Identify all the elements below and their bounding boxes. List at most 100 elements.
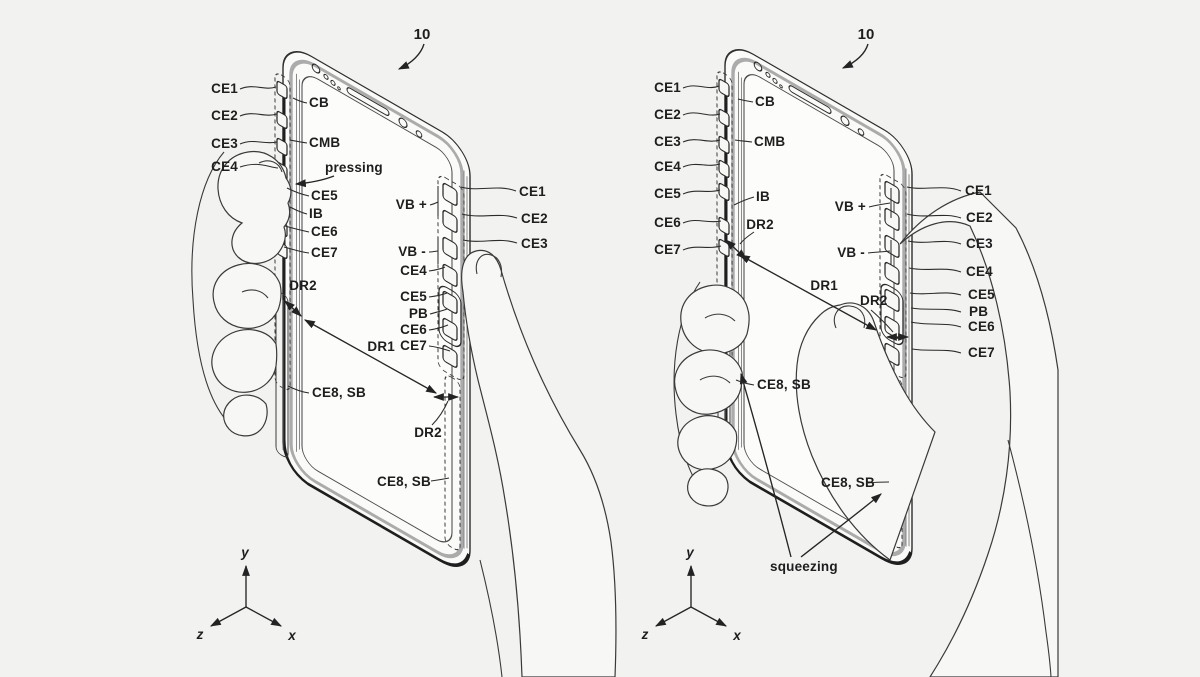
label-vb-minus: VB - [398, 244, 426, 259]
leader-cb [737, 98, 754, 103]
label-ce6: CE6 [311, 224, 338, 239]
label-dr2-edge: DR2 [746, 217, 774, 232]
leader-ce3 [239, 140, 278, 145]
leader-vb-plus [429, 186, 439, 216]
leader-ce7-right [428, 345, 451, 352]
axes-right: y z x [641, 545, 742, 643]
x-axis-label: x [732, 628, 741, 643]
finger-knuckle [212, 263, 282, 329]
dr2-edge-leader [739, 231, 755, 245]
label-vb-plus: VB + [396, 197, 427, 212]
leader-ce4-out [908, 267, 962, 273]
label-ce7-out: CE7 [968, 345, 995, 360]
label-ce5-out: CE5 [968, 287, 995, 302]
y-axis-label: y [240, 545, 250, 560]
x-axis [690, 606, 728, 627]
finger-knuckle [223, 394, 268, 437]
z-axis-label: z [641, 627, 649, 642]
leader-ce5-out [909, 292, 962, 296]
label-dr2-edge: DR2 [289, 278, 317, 293]
left-diagram: 10 CE1 CE2 CE3 CE4 CB [191, 26, 617, 677]
label-ce5-rightcol: CE5 [400, 289, 427, 304]
thumb-pressing [217, 150, 292, 265]
finger-nail [475, 253, 503, 278]
finger-crease [699, 375, 731, 384]
leader-ce1 [239, 86, 277, 90]
dr1-arrow [738, 254, 878, 331]
leader-ce7-out [911, 348, 962, 354]
label-ce4-left: CE4 [211, 159, 238, 174]
label-ce2-left: CE2 [654, 107, 681, 122]
leader-ce5 [682, 189, 721, 195]
label-ce5: CE5 [311, 188, 338, 203]
finger-knuckle [674, 349, 744, 415]
label-ce8-sb-left: CE8, SB [312, 385, 366, 400]
leader-ce6 [682, 219, 722, 224]
axes-left: y z x [196, 545, 297, 643]
ref-numeral: 10 [414, 26, 431, 43]
label-ib: IB [309, 206, 323, 221]
finger-knuckle [680, 284, 750, 355]
label-ce7-left: CE7 [654, 242, 681, 257]
leader-ce3-out [907, 240, 962, 245]
leader-ce6-out [910, 321, 962, 328]
dr2-bottom-leader [431, 400, 449, 426]
leader-ce8-bottom [867, 481, 890, 484]
label-pressing: pressing [325, 160, 383, 175]
palm [899, 191, 1059, 677]
finger-crease [241, 289, 269, 299]
squeeze-arrow-right [800, 493, 882, 558]
leader-ce3 [682, 139, 721, 143]
label-ce2-left: CE2 [211, 108, 238, 123]
leader-ce6 [284, 225, 310, 233]
leader-ce6-right [428, 324, 449, 331]
x-axis-label: x [287, 628, 296, 643]
leader-ce2-out [906, 213, 962, 219]
label-ce3-left: CE3 [211, 136, 238, 151]
ref-numeral: 10 [858, 26, 875, 43]
label-vb-minus: VB - [837, 245, 865, 260]
leader-ce8-left [287, 385, 310, 394]
leader-ce1-out [906, 186, 962, 192]
leader-pb [429, 308, 448, 315]
leader-ce2 [239, 113, 278, 117]
label-ce8-sb-bottom: CE8, SB [821, 475, 875, 490]
label-ce4-out: CE4 [966, 264, 993, 279]
label-cmb: CMB [754, 134, 785, 149]
leader-ce8-bottom [430, 477, 450, 482]
x-axis [245, 606, 283, 627]
ref-arrow [841, 43, 869, 69]
dr2-edge-arrow [284, 300, 302, 317]
leader-ce5 [286, 187, 310, 197]
ref-arrow [397, 43, 425, 70]
right-diagram: 10 CE1 CE2 CE3 C [641, 26, 1059, 677]
dr1-arrow [303, 319, 438, 394]
leader-ib [289, 206, 308, 215]
label-ce8-sb-left: CE8, SB [757, 377, 811, 392]
label-vb-plus: VB + [835, 199, 866, 214]
label-ib: IB [756, 189, 770, 204]
label-ce3-out: CE3 [966, 236, 993, 251]
squeeze-arrow-left [739, 372, 792, 558]
leader-pb-out [910, 307, 962, 313]
leader-ce7 [682, 245, 722, 251]
leader-cb [292, 97, 308, 104]
leader-vb-minus [428, 237, 439, 264]
leader-ce1 [682, 85, 720, 89]
leader-vb-minus [867, 240, 892, 265]
label-ce4-left: CE4 [654, 159, 681, 174]
leader-ce4 [682, 163, 721, 168]
label-pb-out: PB [969, 304, 988, 319]
thumb-nail [258, 160, 283, 173]
label-squeezing: squeezing [770, 559, 838, 574]
z-axis-label: z [196, 627, 204, 642]
label-cb: CB [309, 95, 329, 110]
label-dr2-bottom: DR2 [414, 425, 442, 440]
label-ce2-out: CE2 [521, 211, 548, 226]
label-ce4-rightcol: CE4 [400, 263, 427, 278]
z-axis [654, 606, 692, 627]
label-ce7-rightcol: CE7 [400, 338, 427, 353]
finger-knuckle [211, 329, 278, 393]
leader-vb-plus [868, 188, 892, 218]
